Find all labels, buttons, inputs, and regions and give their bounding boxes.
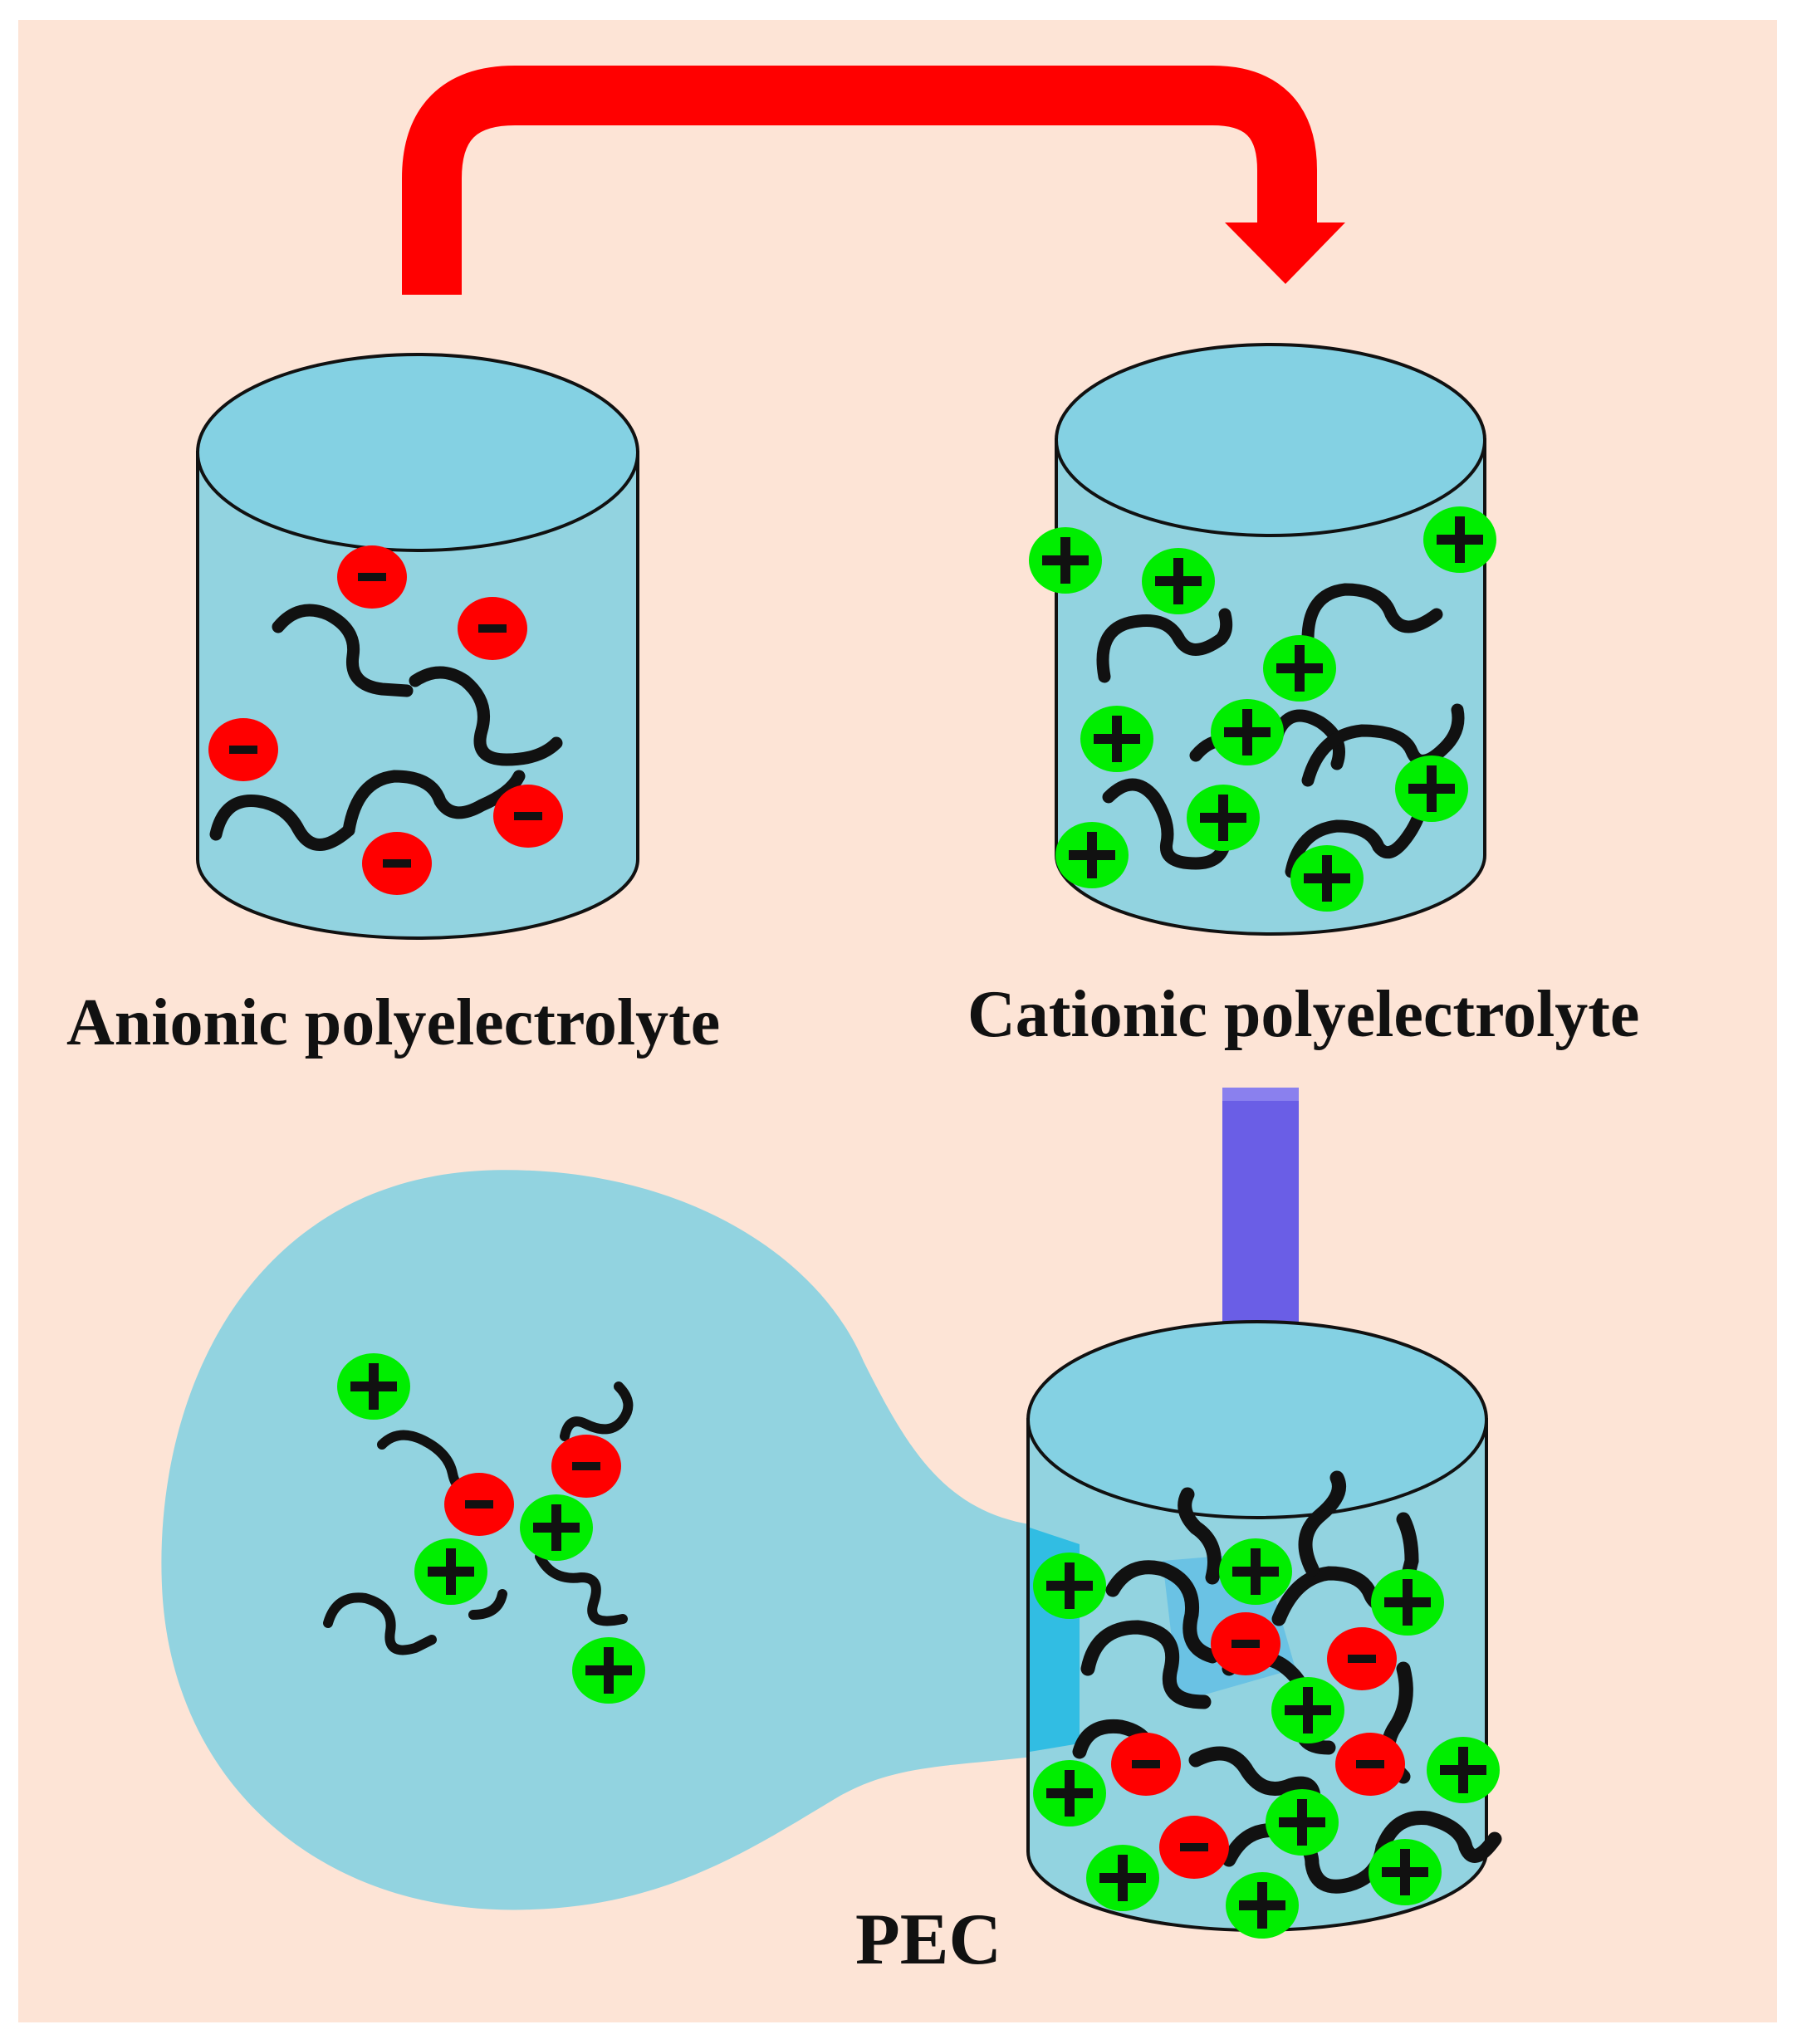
anionic-label: Anionic polyelectrolyte (66, 986, 720, 1059)
polymer-chain-icon (209, 604, 563, 851)
transfer-arrow-icon (402, 66, 1345, 295)
zoom-bubble (161, 1170, 1071, 1910)
pec-label: PEC (855, 1900, 1001, 1980)
pec-beaker-icon (1026, 1320, 1502, 1939)
polymer-chain-icon (323, 1381, 634, 1655)
zoom-detail (323, 1353, 645, 1704)
anionic-beaker-icon (196, 353, 639, 940)
cationic-label: Cationic polyelectrolyte (967, 978, 1639, 1051)
polymer-chain-icon (1096, 583, 1465, 878)
cationic-beaker-icon (1029, 343, 1496, 936)
